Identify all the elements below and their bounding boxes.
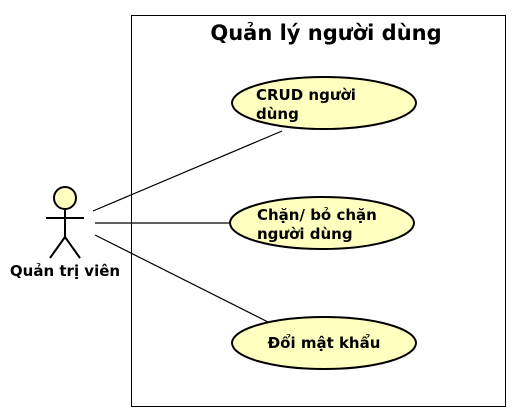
use-case-ellipse (231, 316, 417, 370)
use-case-label-line: CRUD người (256, 86, 356, 104)
use-case-block-unblock-users: Chặn/ bỏ chặn người dùng (229, 196, 415, 250)
use-case-crud-users: CRUD người dùng (231, 76, 417, 130)
actor-figure-icon (46, 186, 84, 259)
use-case-change-password: Đổi mật khẩu (231, 316, 417, 370)
actor-left-leg (49, 236, 66, 259)
use-case-label-line: người dùng (257, 225, 353, 243)
use-case-label-line: Đổi mật khẩu (268, 333, 381, 352)
actor-head (53, 186, 77, 210)
associations (92, 130, 283, 323)
actor-label: Quản trị viên (10, 262, 120, 280)
use-case-label-line: Chặn/ bỏ chặn (257, 206, 377, 224)
system-title: Quản lý người dùng (210, 21, 441, 45)
association-line-password (94, 234, 269, 323)
actor-right-leg (64, 236, 81, 259)
use-case-label-line: dùng (256, 105, 299, 123)
use-case-ellipse (231, 76, 417, 130)
association-line-crud (92, 130, 283, 212)
use-case-ellipse (229, 196, 415, 250)
actor: Quản trị viên (10, 186, 120, 280)
